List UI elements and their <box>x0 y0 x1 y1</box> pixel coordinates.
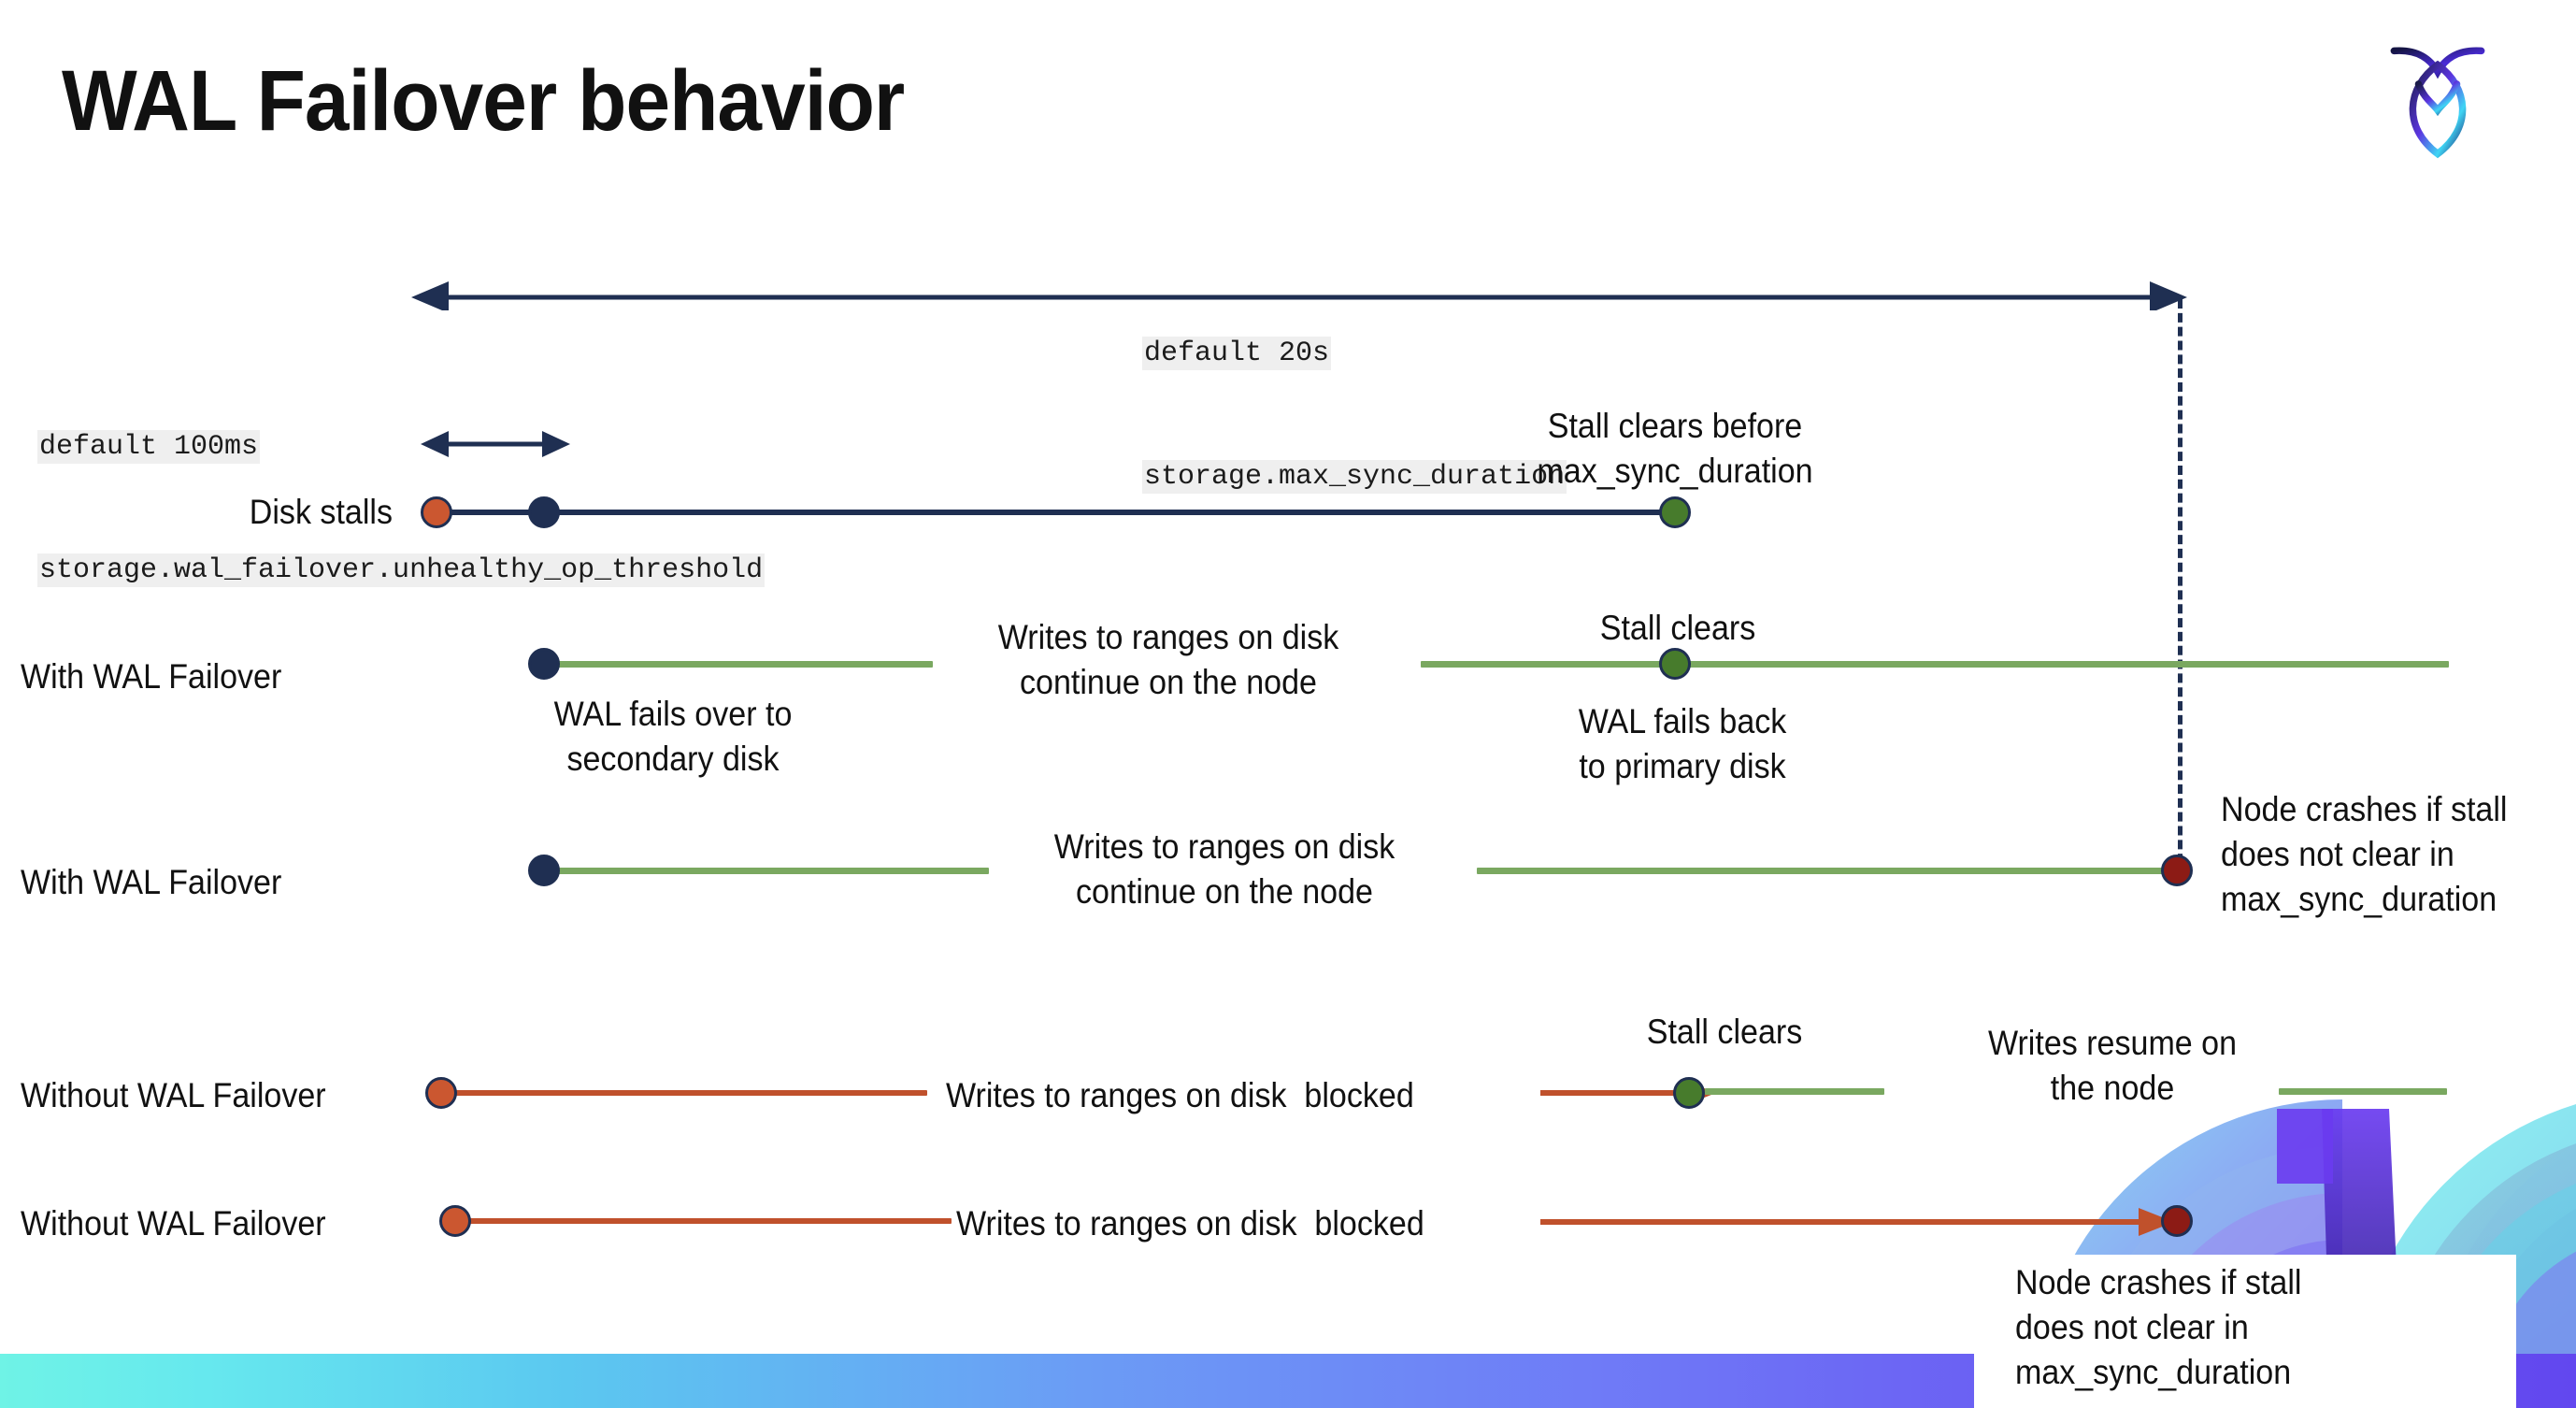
with-failover-crash-node-crash-dot <box>2161 855 2193 886</box>
with-failover-clears-clear-dot <box>1659 648 1691 680</box>
with-failover-clears-middle-note: Writes to ranges on disk continue on the… <box>997 618 1339 701</box>
row-label-with-wal-failover-clears: With WAL Failover <box>21 657 282 696</box>
cockroachdb-logo-icon <box>2385 30 2490 161</box>
disk-stalls-failover-dot <box>528 496 560 528</box>
without-failover-clears-start-dot <box>425 1077 457 1109</box>
row-label-without-wal-failover-clears: Without WAL Failover <box>21 1076 326 1114</box>
with-failover-crash-failover-dot <box>528 855 560 886</box>
unhealthy-op-threshold-annotation: default 100ms storage.wal_failover.unhea… <box>37 344 766 673</box>
max-sync-duration-annotation: default 20s storage.max_sync_duration <box>1142 251 1567 580</box>
without-failover-clears-timeline-left <box>451 1090 927 1096</box>
max-sync-setting-name: storage.max_sync_duration <box>1142 460 1567 494</box>
without-failover-clears-timeline-right <box>1705 1088 1884 1095</box>
unhealthy-op-threshold-span-arrow <box>421 431 570 457</box>
without-failover-crash-timeline-left <box>467 1218 952 1224</box>
max-sync-duration-span-arrow <box>411 281 2187 310</box>
without-failover-clears-event-note: Stall clears <box>1646 1013 1803 1051</box>
with-failover-crash-middle-note: Writes to ranges on disk continue on the… <box>1053 827 1395 911</box>
row-label-disk-stalls: Disk stalls <box>249 493 393 531</box>
disk-stalls-timeline <box>437 510 1681 515</box>
without-failover-crash-start-dot <box>439 1205 471 1237</box>
without-failover-crash-callout-box <box>1974 1255 2516 1408</box>
disk-stalls-clear-note: Stall clears before max_sync_duration <box>1537 407 1813 490</box>
without-failover-crash-node-crash-dot <box>2161 1205 2193 1237</box>
max-sync-duration-dashed-connector <box>2178 299 2182 877</box>
without-failover-crash-middle-note: Writes to ranges on disk blocked <box>956 1204 1424 1243</box>
with-failover-crash-timeline-left <box>540 868 989 874</box>
without-failover-clears-clear-dot <box>1673 1077 1705 1109</box>
row-label-with-wal-failover-crash: With WAL Failover <box>21 863 282 901</box>
with-failover-crash-timeline-right <box>1477 868 2178 874</box>
without-failover-clears-timeline-far-right <box>2279 1088 2447 1095</box>
max-sync-default-value: default 20s <box>1142 337 1332 370</box>
disk-stalls-start-dot <box>421 496 452 528</box>
with-failover-clears-event-note: Stall clears <box>1599 609 1756 647</box>
without-failover-crash-end-note: Node crashes if stall does not clear in … <box>2015 1263 2302 1391</box>
with-failover-clears-timeline-right <box>1421 661 2449 668</box>
with-failover-clears-timeline-left <box>540 661 933 668</box>
with-failover-clears-after-note: WAL fails back to primary disk <box>1578 702 1787 785</box>
disk-stalls-clear-dot <box>1659 496 1691 528</box>
unhealthy-op-setting-name: storage.wal_failover.unhealthy_op_thresh… <box>37 553 766 587</box>
with-failover-clears-start-note: WAL fails over to secondary disk <box>553 695 793 778</box>
without-failover-clears-after-note: Writes resume on the node <box>1987 1024 2238 1107</box>
unhealthy-op-default-value: default 100ms <box>37 430 261 464</box>
with-failover-clears-failover-dot <box>528 648 560 680</box>
without-failover-crash-blocked-arrow <box>1540 1208 2174 1236</box>
with-failover-crash-end-note: Node crashes if stall does not clear in … <box>2221 790 2508 918</box>
without-failover-clears-middle-note: Writes to ranges on disk blocked <box>946 1076 1414 1114</box>
page-title: WAL Failover behavior <box>62 53 905 149</box>
row-label-without-wal-failover-crash: Without WAL Failover <box>21 1204 326 1243</box>
